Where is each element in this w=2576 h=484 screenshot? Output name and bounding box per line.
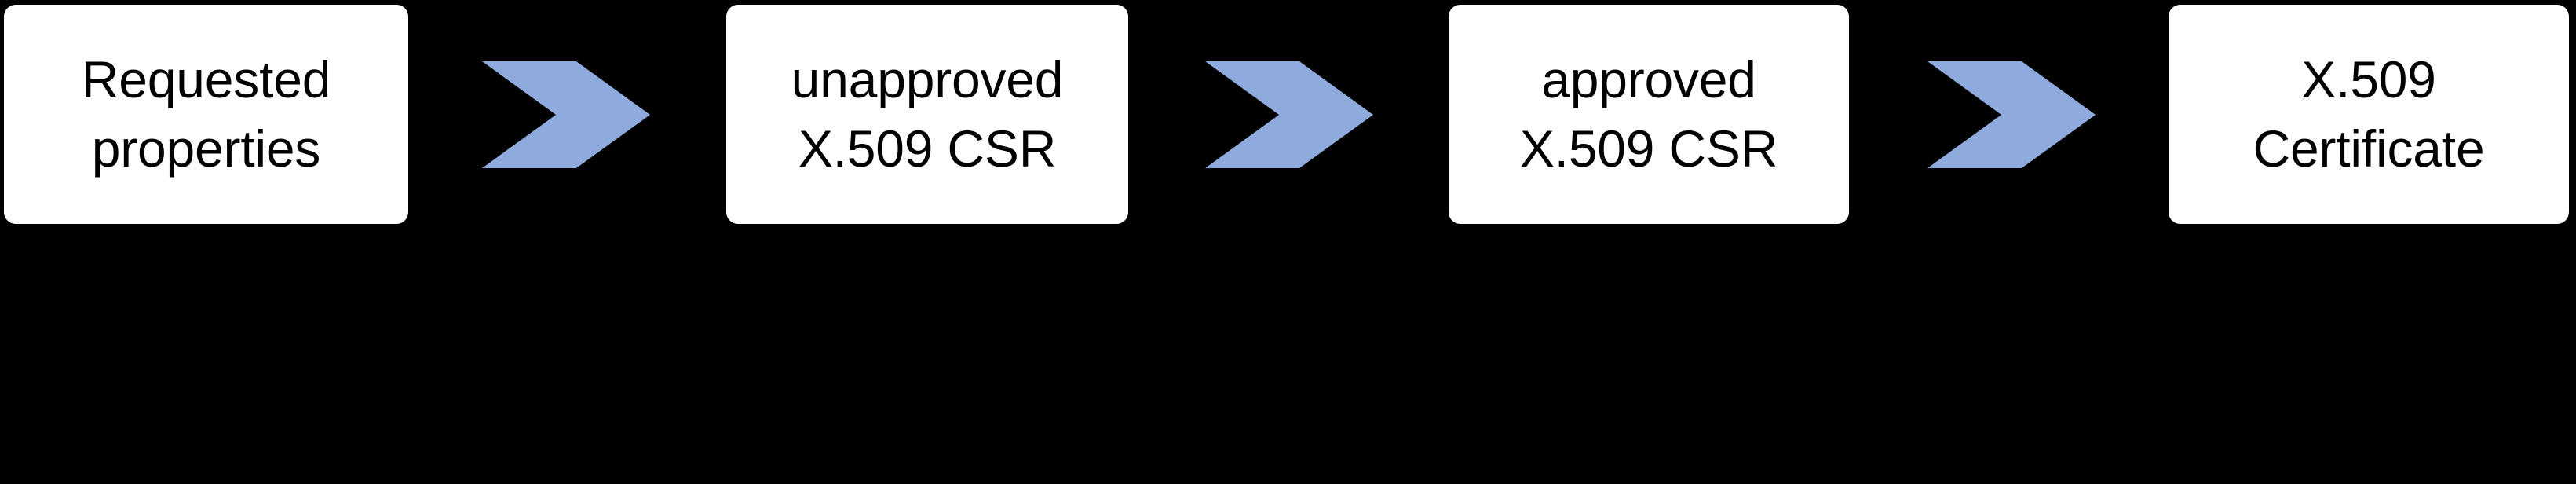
flow-node-requested-properties[interactable]: Requested properties (4, 5, 408, 224)
flow-node-unapproved-csr[interactable]: unapproved X.509 CSR (726, 5, 1128, 224)
process-flow: Requested properties unapproved X.509 CS… (0, 0, 2576, 236)
chevron-right-icon (1927, 61, 2096, 168)
flow-node-label-line1: Requested (81, 50, 331, 109)
flow-node-label-line2: properties (91, 119, 321, 178)
chevron-right-icon (1205, 61, 1373, 168)
chevron-right-icon (482, 61, 650, 168)
flow-node-label-line1: unapproved (791, 50, 1064, 109)
flow-node-label-line2: X.509 CSR (798, 119, 1057, 178)
flow-node-approved-csr[interactable]: approved X.509 CSR (1449, 5, 1849, 224)
flow-node-label-line1: approved (1541, 50, 1756, 109)
flow-node-label-line2: Certificate (2253, 119, 2485, 178)
flow-node-label-line1: X.509 (2301, 50, 2436, 109)
flow-node-label-line2: X.509 CSR (1519, 119, 1778, 178)
flow-node-x509-certificate[interactable]: X.509 Certificate (2169, 5, 2569, 224)
